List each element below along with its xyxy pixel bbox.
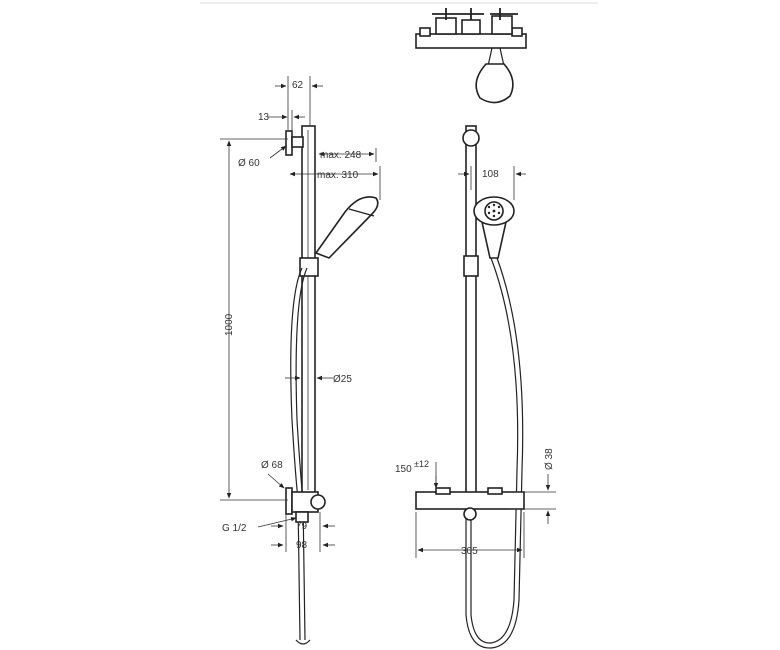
dim-108-label: 108	[482, 169, 499, 180]
dim-305-label: 305	[461, 546, 478, 557]
dim-13-label: 13	[258, 112, 270, 123]
dim-max-248-label: max. 248	[320, 150, 362, 161]
side-view-thermostat-outlet	[285, 487, 326, 523]
top-view-handle-right	[490, 8, 518, 35]
dim-dia-25-label: Ø25	[333, 374, 352, 385]
dim-79-label: 79	[296, 521, 308, 532]
dim-98-label: 98	[296, 540, 308, 551]
dim-max-310-label: max. 310	[317, 170, 359, 181]
side-view-hose	[290, 267, 308, 641]
dim-1000-label: 1000	[224, 313, 235, 336]
dim-62: 62	[275, 76, 323, 130]
dim-max-310: max. 310	[289, 166, 381, 200]
front-view-hand-shower	[473, 196, 515, 259]
dim-79: 79	[271, 512, 335, 552]
dim-pm12-label: ±12	[414, 459, 429, 469]
dim-62-label: 62	[292, 80, 304, 91]
dim-dia-25: Ø25	[285, 374, 352, 385]
side-view-top-wall-bracket	[285, 130, 304, 156]
dim-dia-60-label: Ø 60	[238, 158, 260, 169]
side-view-slider	[299, 257, 319, 277]
dim-dia-38-label: Ø 38	[544, 448, 555, 470]
top-view-handle-left	[432, 8, 460, 35]
dim-150-label: 150	[395, 464, 412, 475]
dim-150: 150 ±12	[395, 459, 439, 490]
front-view: 108 150 ±12 Ø 38 305	[395, 125, 556, 649]
front-view-top-bracket	[462, 129, 480, 147]
front-view-thermostat	[415, 487, 525, 521]
side-view-shower-rail	[301, 125, 316, 495]
dim-108: 108	[458, 166, 526, 200]
dim-dia-68-label: Ø 68	[261, 460, 283, 471]
dim-g-half: G 1/2	[222, 516, 297, 534]
top-view-mixer	[415, 8, 527, 104]
dim-98: 98	[271, 540, 335, 551]
dim-g-half-label: G 1/2	[222, 523, 247, 534]
side-view-hand-shower	[314, 196, 379, 259]
top-view-handle-center	[460, 8, 484, 35]
dim-max-248: max. 248	[318, 148, 377, 162]
front-view-hose	[465, 257, 524, 649]
dim-1000: 1000	[220, 138, 288, 501]
dim-305: 305	[415, 512, 525, 558]
front-view-slider	[463, 255, 479, 277]
dim-13: 13	[258, 110, 305, 135]
dim-dia-68: Ø 68	[261, 460, 285, 489]
dim-dia-60: Ø 60	[238, 145, 287, 169]
top-view-hand-shower	[475, 47, 514, 104]
side-view: 62 13 max. 248 max. 310 Ø 60	[220, 76, 381, 645]
dim-dia-38: Ø 38	[510, 448, 556, 524]
